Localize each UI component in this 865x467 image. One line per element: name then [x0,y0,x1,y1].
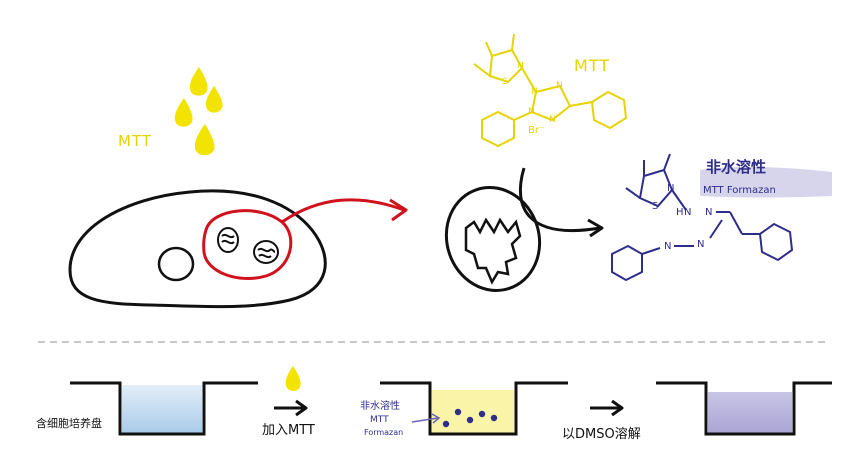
well-1 [70,381,258,436]
well-2-note-line1: 非水溶性 [360,401,400,412]
drop-icon [285,366,301,391]
step-arrow-1 [274,399,308,417]
atom-s: S [502,77,508,87]
mtt-drops-label: MTT [118,132,153,150]
drop-icon [189,67,208,96]
formazan-structure [611,153,794,282]
formazan-crystal [454,408,462,416]
drop-icon [194,124,215,156]
formazan-crystal [442,420,450,428]
atom-n: N [684,207,692,218]
well-1-label: 含细胞培养盘 [36,417,102,430]
pointer-arrow [411,417,439,423]
well-2 [380,381,568,436]
atom-s: S [652,201,659,212]
well-2-note-line3: Formazan [364,428,404,437]
reaction-arrowhead [587,218,604,238]
formazan-subtitle: MTT Formazan [703,185,776,196]
drop-icon [205,86,223,113]
formazan-highlight [700,166,832,198]
mtt-structure-label: MTT [574,56,611,75]
well-3 [656,381,832,436]
atom-n: N [531,87,538,97]
atom-n: N [664,241,672,252]
add-mtt-label: 加入MTT [262,423,315,438]
atom-n: N [697,239,705,250]
bromide-label: Br⁻ [528,125,545,136]
formazan-crystal [478,410,486,418]
small-mitochondrion [217,227,279,264]
formazan-crystal [490,414,498,422]
mitochondrion [444,186,542,292]
drop-icon [174,98,193,127]
highlight-circle [202,209,293,280]
step-arrow-2 [590,399,624,417]
well-2-note-line2: MTT [370,415,389,425]
atom-n: N [528,107,535,117]
zoom-arrow [281,198,405,224]
mtt-drops [174,67,223,156]
atom-n: N [667,183,675,194]
formazan-crystal [466,416,474,424]
atom-n: N [705,207,713,218]
reaction-arrow [519,167,601,233]
atom-nh: H [676,207,684,218]
dissolve-label: 以DMSO溶解 [562,427,641,442]
zoom-arrowhead [389,198,408,222]
cell-nucleus [157,246,195,282]
cell-outline [68,189,327,309]
atom-n: N [517,61,524,71]
atom-n: N [556,81,563,91]
formazan-title: 非水溶性 [706,158,767,176]
atom-n: N [549,115,556,125]
mtt-structure [473,33,628,148]
